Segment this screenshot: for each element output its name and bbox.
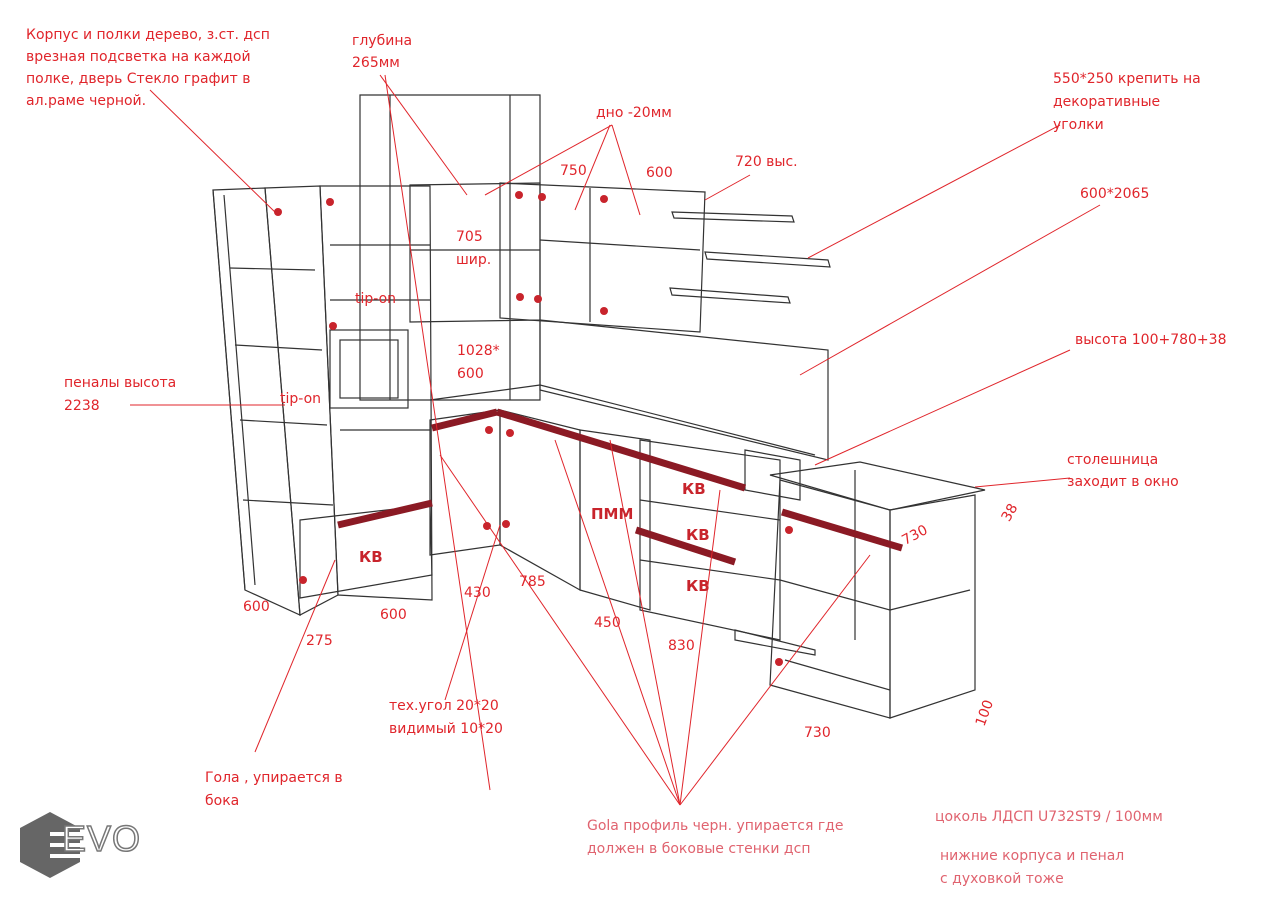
note-line: с духовкой тоже <box>940 871 1064 887</box>
hinge-markers <box>274 191 793 666</box>
note-line: 2238 <box>64 398 100 414</box>
note-line: Gola профиль черн. упирается где <box>587 818 844 834</box>
leader-lines <box>130 74 1101 806</box>
depth-note: глубина 265мм <box>352 30 412 74</box>
dim-label: 785 <box>519 574 546 590</box>
note-line: 705 <box>456 229 483 245</box>
kv-label: КВ <box>359 548 383 566</box>
note-line: декоративные <box>1053 94 1161 110</box>
note-line: шир. <box>456 252 492 268</box>
tip-on-note: tip-on <box>355 291 397 307</box>
panel-note: 600*2065 <box>1080 186 1150 202</box>
dim-label: 600 <box>243 599 270 615</box>
note-line: полке, дверь Стекло графит в <box>26 71 251 87</box>
dim-600-upper: 600 <box>646 165 673 181</box>
kv-label: КВ <box>682 480 706 498</box>
note-line: столешница <box>1067 452 1159 468</box>
dim-label: 830 <box>668 638 695 654</box>
dim-label: 600 <box>380 607 407 623</box>
dim-label: 730 <box>804 725 831 741</box>
note-line: тех.угол 20*20 <box>389 698 499 714</box>
hexagon-logo-icon <box>20 812 84 878</box>
bottom-note: дно -20мм <box>596 105 672 121</box>
dim-label: 275 <box>306 633 333 649</box>
note-line: Гола , упирается в <box>205 770 343 786</box>
note-line: ал.раме черной. <box>26 93 147 109</box>
shelves-note: 550*250 крепить на декоративные уголки <box>1053 68 1201 137</box>
material-note: Корпус и полки дерево, з.ст. дсп врезная… <box>26 24 270 112</box>
dim-label: 450 <box>594 615 621 631</box>
lower-cabinets-note: нижние корпуса и пенал с духовкой тоже <box>940 845 1124 891</box>
cabinet-wireframe <box>212 94 986 719</box>
note-line: 265мм <box>352 55 400 71</box>
note-line: видимый 10*20 <box>389 721 503 737</box>
countertop-note: столешница заходит в окно <box>1067 449 1179 493</box>
note-line: уголки <box>1053 117 1104 133</box>
tip-on-note: tip-on <box>280 391 322 407</box>
note-line: глубина <box>352 33 413 49</box>
note-line: врезная подсветка на каждой <box>26 49 251 65</box>
note-line: нижние корпуса и пенал <box>940 848 1125 864</box>
gola-profiles <box>337 408 904 566</box>
oven-niche-note: 1028* 600 <box>457 340 500 386</box>
kv-label: КВ <box>686 526 710 544</box>
dim-750: 750 <box>560 163 587 179</box>
gola-profile-note: Gola профиль черн. упирается где должен … <box>587 815 843 861</box>
base-height-note: высота 100+780+38 <box>1075 332 1227 348</box>
evo-logo <box>20 810 90 884</box>
dim-label: 430 <box>464 585 491 601</box>
plinth-note: цоколь ЛДСП U732ST9 / 100мм <box>935 809 1163 825</box>
note-line: 600 <box>457 366 484 382</box>
dishwasher-label: ПММ <box>591 505 634 523</box>
tech-corner-note: тех.угол 20*20 видимый 10*20 <box>389 695 503 741</box>
note-line: заходит в окно <box>1067 474 1179 490</box>
width-705-note: 705 шир. <box>456 226 491 272</box>
note-line: бока <box>205 793 240 809</box>
logo-text: EVO <box>61 817 142 860</box>
note-line: пеналы высота <box>64 375 177 391</box>
kv-label: КВ <box>686 577 710 595</box>
note-line: Корпус и полки дерево, з.ст. дсп <box>26 27 270 43</box>
pencil-height-note: пеналы высота 2238 <box>64 372 176 418</box>
note-line: 1028* <box>457 343 500 359</box>
shelf-height-note: 720 выс. <box>735 154 798 170</box>
note-line: 550*250 крепить на <box>1053 71 1201 87</box>
note-line: должен в боковые стенки дсп <box>587 841 811 857</box>
gola-side-note: Гола , упирается в бока <box>205 767 343 813</box>
